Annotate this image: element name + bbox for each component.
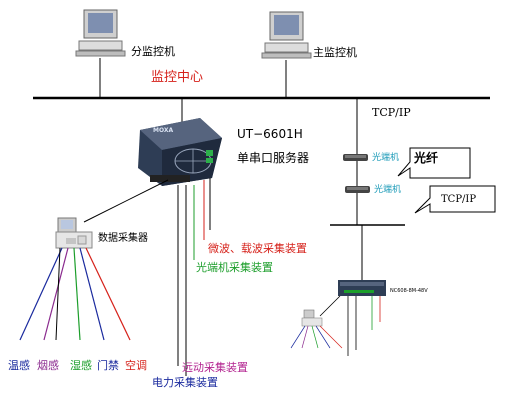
fiber-label: 光纤 — [414, 151, 439, 165]
server-brand-label: MOXA — [153, 127, 174, 134]
optical-collector-label: 光端机采集装置 — [196, 261, 273, 274]
power-collector-label: 电力采集装置 — [152, 376, 218, 389]
model-description: 单串口服务器 — [237, 151, 310, 165]
sub-monitor-label: 分监控机 — [131, 45, 175, 58]
optical-converter-2-icon — [345, 186, 370, 193]
mini-sensor-line-1 — [290, 325, 306, 349]
tcpip-callout — [414, 185, 496, 214]
mini-sensor-line-2 — [301, 325, 309, 349]
sensor-line-smoke — [43, 247, 69, 341]
mini-sensor-line-3 — [311, 325, 319, 349]
optical-converter-2-label: 光端机 — [374, 185, 402, 195]
sensor-access-label: 门禁 — [97, 359, 119, 372]
data-collector-label: 数据采集器 — [98, 233, 148, 244]
optical-converter-1-label: 光端机 — [372, 153, 400, 163]
rack-device-model-label: NC608-8M-48V — [390, 288, 428, 294]
sensor-ac-label: 空调 — [125, 359, 147, 372]
remote-collector-label: 远动采集装置 — [182, 361, 248, 374]
main-monitor-label: 主监控机 — [313, 46, 357, 59]
sensor-line-temp — [19, 247, 63, 341]
rack-device-icon — [338, 280, 386, 296]
sensor-humidity-label: 湿感 — [70, 359, 92, 372]
rack-link-left — [319, 295, 341, 317]
mini-collector-icon — [301, 309, 323, 327]
main-monitor-computer-icon — [261, 11, 312, 59]
tcpip-callout-label: TCP/IP — [441, 194, 477, 205]
sensor-line-aux — [55, 247, 61, 341]
monitor-center-label: 监控中心 — [151, 70, 204, 85]
mini-sensor-line-5 — [319, 325, 343, 349]
sub-monitor-computer-icon — [75, 9, 126, 57]
microwave-collector-label: 微波、载波采集装置 — [208, 242, 307, 255]
mini-sensor-line-4 — [315, 325, 331, 349]
sensor-line-ac — [85, 247, 131, 341]
model-label: UT−6601H — [237, 127, 303, 141]
sensor-line-access — [79, 247, 105, 341]
sensor-smoke-label: 烟感 — [37, 359, 59, 372]
serial-server-device — [138, 118, 222, 186]
sensor-temp-label: 温感 — [8, 359, 30, 372]
sensor-line-humidity — [73, 247, 81, 341]
tcpip-label-top: TCP/IP — [372, 106, 411, 119]
optical-converter-1-icon — [343, 154, 368, 161]
collector-link — [83, 179, 169, 223]
fiber-callout — [397, 147, 471, 179]
data-collector-icon — [55, 217, 93, 249]
